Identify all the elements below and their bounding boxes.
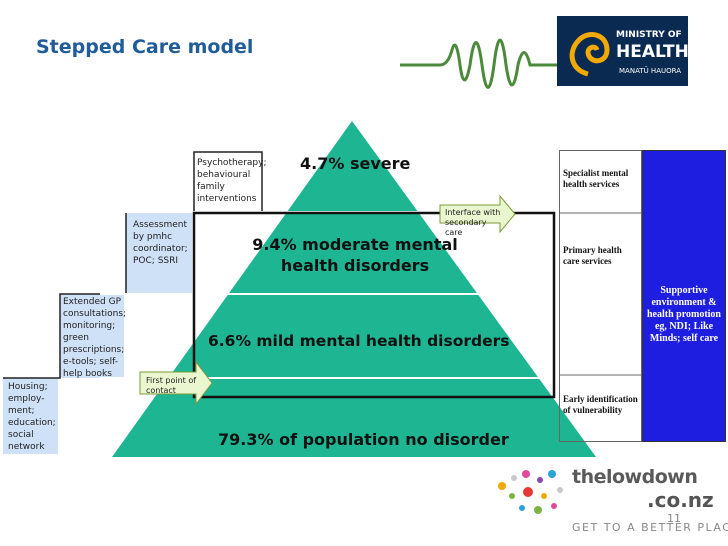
brand-name: thelowdown — [572, 466, 698, 488]
tier-label-moderate: 9.4% moderate mental health disorders — [250, 234, 460, 276]
service-primary: Primary health care services — [563, 245, 622, 266]
interface-label: Interface with secondary care — [445, 208, 501, 237]
first-point-label: First point of contact — [146, 376, 197, 395]
logo-line-3: MANATŪ HAUORA — [619, 67, 681, 75]
page-title: Stepped Care model — [36, 36, 254, 58]
step-box-housing — [3, 378, 58, 454]
services-column — [559, 150, 642, 442]
service-early: Early identification of vulnerability — [563, 394, 638, 415]
supportive-environment-box: Supportive environment & health promotio… — [642, 150, 726, 442]
ministry-of-health-logo: MINISTRY OF HEALTH MANATŪ HAUORA — [557, 16, 689, 86]
step-assessment: Assessment by pmhc coordinator; POC; SSR… — [133, 219, 191, 267]
tier-label-severe: 4.7% severe — [300, 154, 411, 173]
brand-domain: .co.nz — [647, 488, 714, 512]
dots-logo-icon — [498, 470, 563, 514]
tier-label-none: 79.3% of population no disorder — [218, 430, 509, 449]
heartbeat-wave-icon — [400, 38, 560, 89]
step-box-gp — [60, 294, 124, 378]
step-assessment-text: Assessment by pmhc coordinator; POC; SSR… — [133, 220, 188, 266]
service-specialist: Specialist mental health services — [563, 168, 629, 189]
pyramid-shape — [112, 121, 596, 457]
fern-koru-icon — [569, 32, 610, 77]
step-psychotherapy-text: Psychotherapy; behavioural family interv… — [197, 158, 267, 204]
step-box-assessment — [126, 212, 192, 294]
step-psychotherapy: Psychotherapy; behavioural family interv… — [197, 157, 267, 205]
step-gp: Extended GP consultations; monitoring; g… — [63, 296, 127, 380]
brand-tagline: GET TO A BETTER PLACE — [572, 521, 728, 534]
first-point-arrow — [139, 360, 213, 406]
interface-arrow — [439, 194, 516, 234]
supportive-text: Supportive environment & health promotio… — [647, 285, 721, 344]
tier-label-moderate-line2: health disorders — [280, 256, 430, 275]
tier-label-mild: 6.6% mild mental health disorders — [208, 332, 510, 350]
step-housing-text: Housing; employ-ment; education; social … — [8, 382, 56, 452]
tier-label-moderate-line1: 9.4% moderate mental — [252, 235, 458, 254]
logo-line-1: MINISTRY OF — [616, 30, 682, 40]
step-housing: Housing; employ-ment; education; social … — [8, 381, 58, 453]
logo-line-2: HEALTH — [616, 42, 689, 62]
step-gp-text: Extended GP consultations; monitoring; g… — [63, 297, 127, 379]
page-number: 11 — [667, 512, 681, 525]
care-frame — [192, 211, 556, 399]
